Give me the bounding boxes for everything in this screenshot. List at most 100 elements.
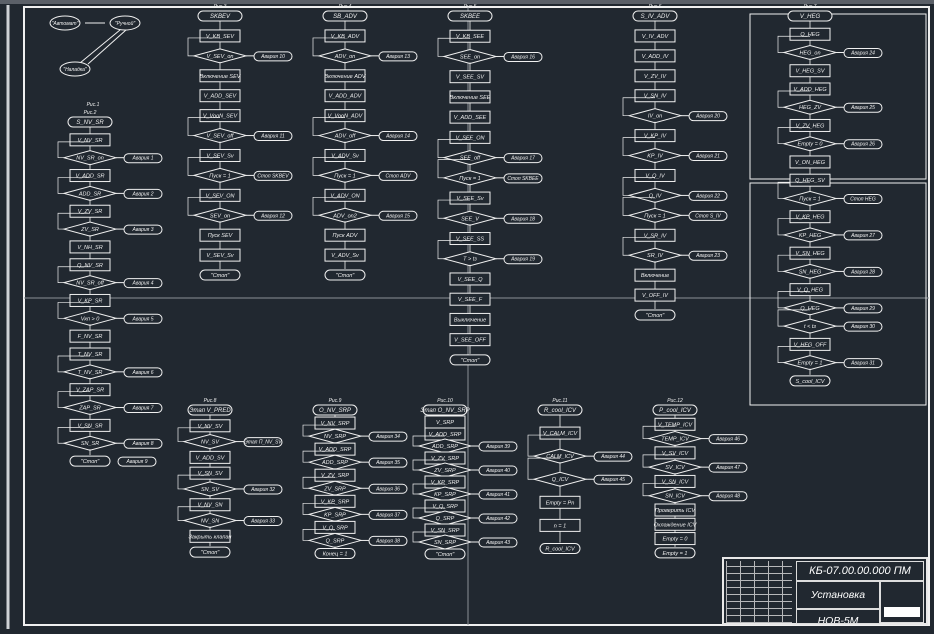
process-label: Включение SEE (450, 95, 491, 101)
loop-line (57, 177, 90, 194)
terminator-end (69, 455, 111, 467)
branch-terminator (378, 170, 418, 181)
flowchart-title: SKBEE (460, 14, 481, 20)
decision-label: SN_SRP (434, 540, 456, 546)
group-box-upper (749, 13, 927, 180)
process-label: V_VooN_ADV (328, 114, 364, 120)
loop-line (777, 218, 810, 236)
decision-label: SR_IV (647, 253, 664, 259)
branch-label: Авария 30 (850, 324, 875, 330)
branch-terminator (243, 437, 283, 448)
group-box-lower (749, 182, 927, 406)
branch-label: Стоп SKBEV (257, 173, 289, 179)
branch-terminator (368, 431, 408, 442)
loop-line (302, 450, 335, 463)
branch-terminator (253, 170, 293, 181)
process-label: Охлаждение ICV (654, 522, 698, 528)
branch-terminator (368, 457, 408, 468)
loop-line (777, 90, 810, 108)
flowchart-title: P_cool_ICV (659, 408, 692, 414)
branch-terminator (843, 321, 883, 332)
branch-terminator (843, 303, 883, 314)
process-label: T_NV_SR (78, 352, 103, 358)
loop-line (312, 117, 345, 136)
branch-terminator (503, 153, 543, 164)
decision-label: ADD_SR (78, 191, 101, 197)
branch-label: Авария 31 (850, 361, 875, 367)
state-node: "Наладка" (59, 61, 91, 77)
process-label: Empty = Pn (546, 500, 575, 506)
figure-caption: Рис.2 (84, 110, 97, 116)
branch-label: Авария 24 (850, 50, 875, 56)
figure-caption: Рис.12 (667, 398, 683, 404)
process-label: V_KP_SR (78, 298, 103, 304)
branch-terminator (843, 139, 883, 150)
branch-label: Авария 16 (510, 54, 535, 60)
end-label: "Стоп" (646, 313, 666, 319)
process-label: V_TEMP_ICV (658, 422, 694, 428)
decision-label: SN_ICV (665, 494, 686, 500)
decision-label: Q_IV (649, 193, 663, 199)
branch-terminator (688, 210, 728, 221)
branch-label: Авария 4 (131, 281, 153, 287)
decision-label: ADD_SRP (321, 460, 348, 466)
terminator-end (449, 354, 491, 366)
loop-line (412, 435, 445, 447)
loop-line (187, 37, 220, 57)
loop-line (187, 196, 220, 216)
branch-terminator (843, 358, 883, 369)
decision-label: Q_ICV (552, 477, 570, 483)
loop-line (312, 37, 345, 57)
branch-terminator (843, 230, 883, 241)
loop-line (412, 507, 445, 519)
process-label: V_KB_SEE (456, 34, 484, 40)
loop-line (187, 157, 220, 176)
figure-caption: Рис.10 (437, 398, 453, 404)
transition-line (87, 29, 127, 65)
decision-label: t < tз (804, 324, 816, 330)
loop-line (642, 483, 675, 497)
process-label: V_SN_IV (644, 94, 668, 100)
branch-label: Авария 9 (125, 459, 147, 465)
process-label: V_SEV_Sv (206, 153, 234, 159)
process-label: V_SN_SV (198, 471, 224, 477)
state-ellipse (59, 61, 91, 77)
branch-terminator (478, 513, 518, 524)
decision-label: Q_HEG (800, 306, 820, 312)
branch-label: Авария 6 (131, 370, 153, 376)
branch-label: Авария 11 (260, 134, 285, 140)
process-label: V_SEV_Sv (206, 253, 234, 259)
loop-line (437, 159, 470, 179)
branch-label: Авария 5 (131, 316, 153, 322)
process-label: V_CALM_ICV (543, 431, 579, 437)
decision-label: NV_SN (201, 519, 219, 525)
branch-label: Авария 41 (485, 492, 510, 498)
state-label: "Автомат" (52, 21, 79, 27)
decision-label: ADV_off (334, 134, 356, 140)
process-label: V_KB_ADV (331, 34, 361, 40)
branch-label: Авария 39 (485, 444, 510, 450)
process-label: Q_NV_SR (77, 263, 103, 269)
process-label: Выключение (454, 317, 486, 323)
terminator-end (189, 546, 231, 558)
loop-line (312, 196, 345, 216)
branch-terminator (843, 47, 883, 58)
process-box (789, 246, 831, 260)
loop-line (302, 502, 335, 515)
branch-label: Авария 18 (510, 216, 535, 222)
loop-line (622, 97, 655, 117)
loop-line (527, 457, 560, 480)
process-label: V_SRP (436, 420, 454, 426)
branch-label: Авария 14 (385, 134, 410, 140)
end-label: Empty = 1 (663, 551, 688, 557)
branch-terminator (478, 537, 518, 548)
branch-terminator (243, 516, 283, 527)
loop-line (777, 35, 810, 53)
branch-label: Авария 25 (850, 105, 875, 111)
branch-label: Стоп S_IV (695, 213, 721, 219)
end-label: "Стоп" (436, 552, 456, 558)
decision-label: SN_HEG (799, 269, 822, 275)
branch-label: Авария 23 (695, 253, 720, 259)
branch-label: Авария 35 (375, 460, 400, 466)
